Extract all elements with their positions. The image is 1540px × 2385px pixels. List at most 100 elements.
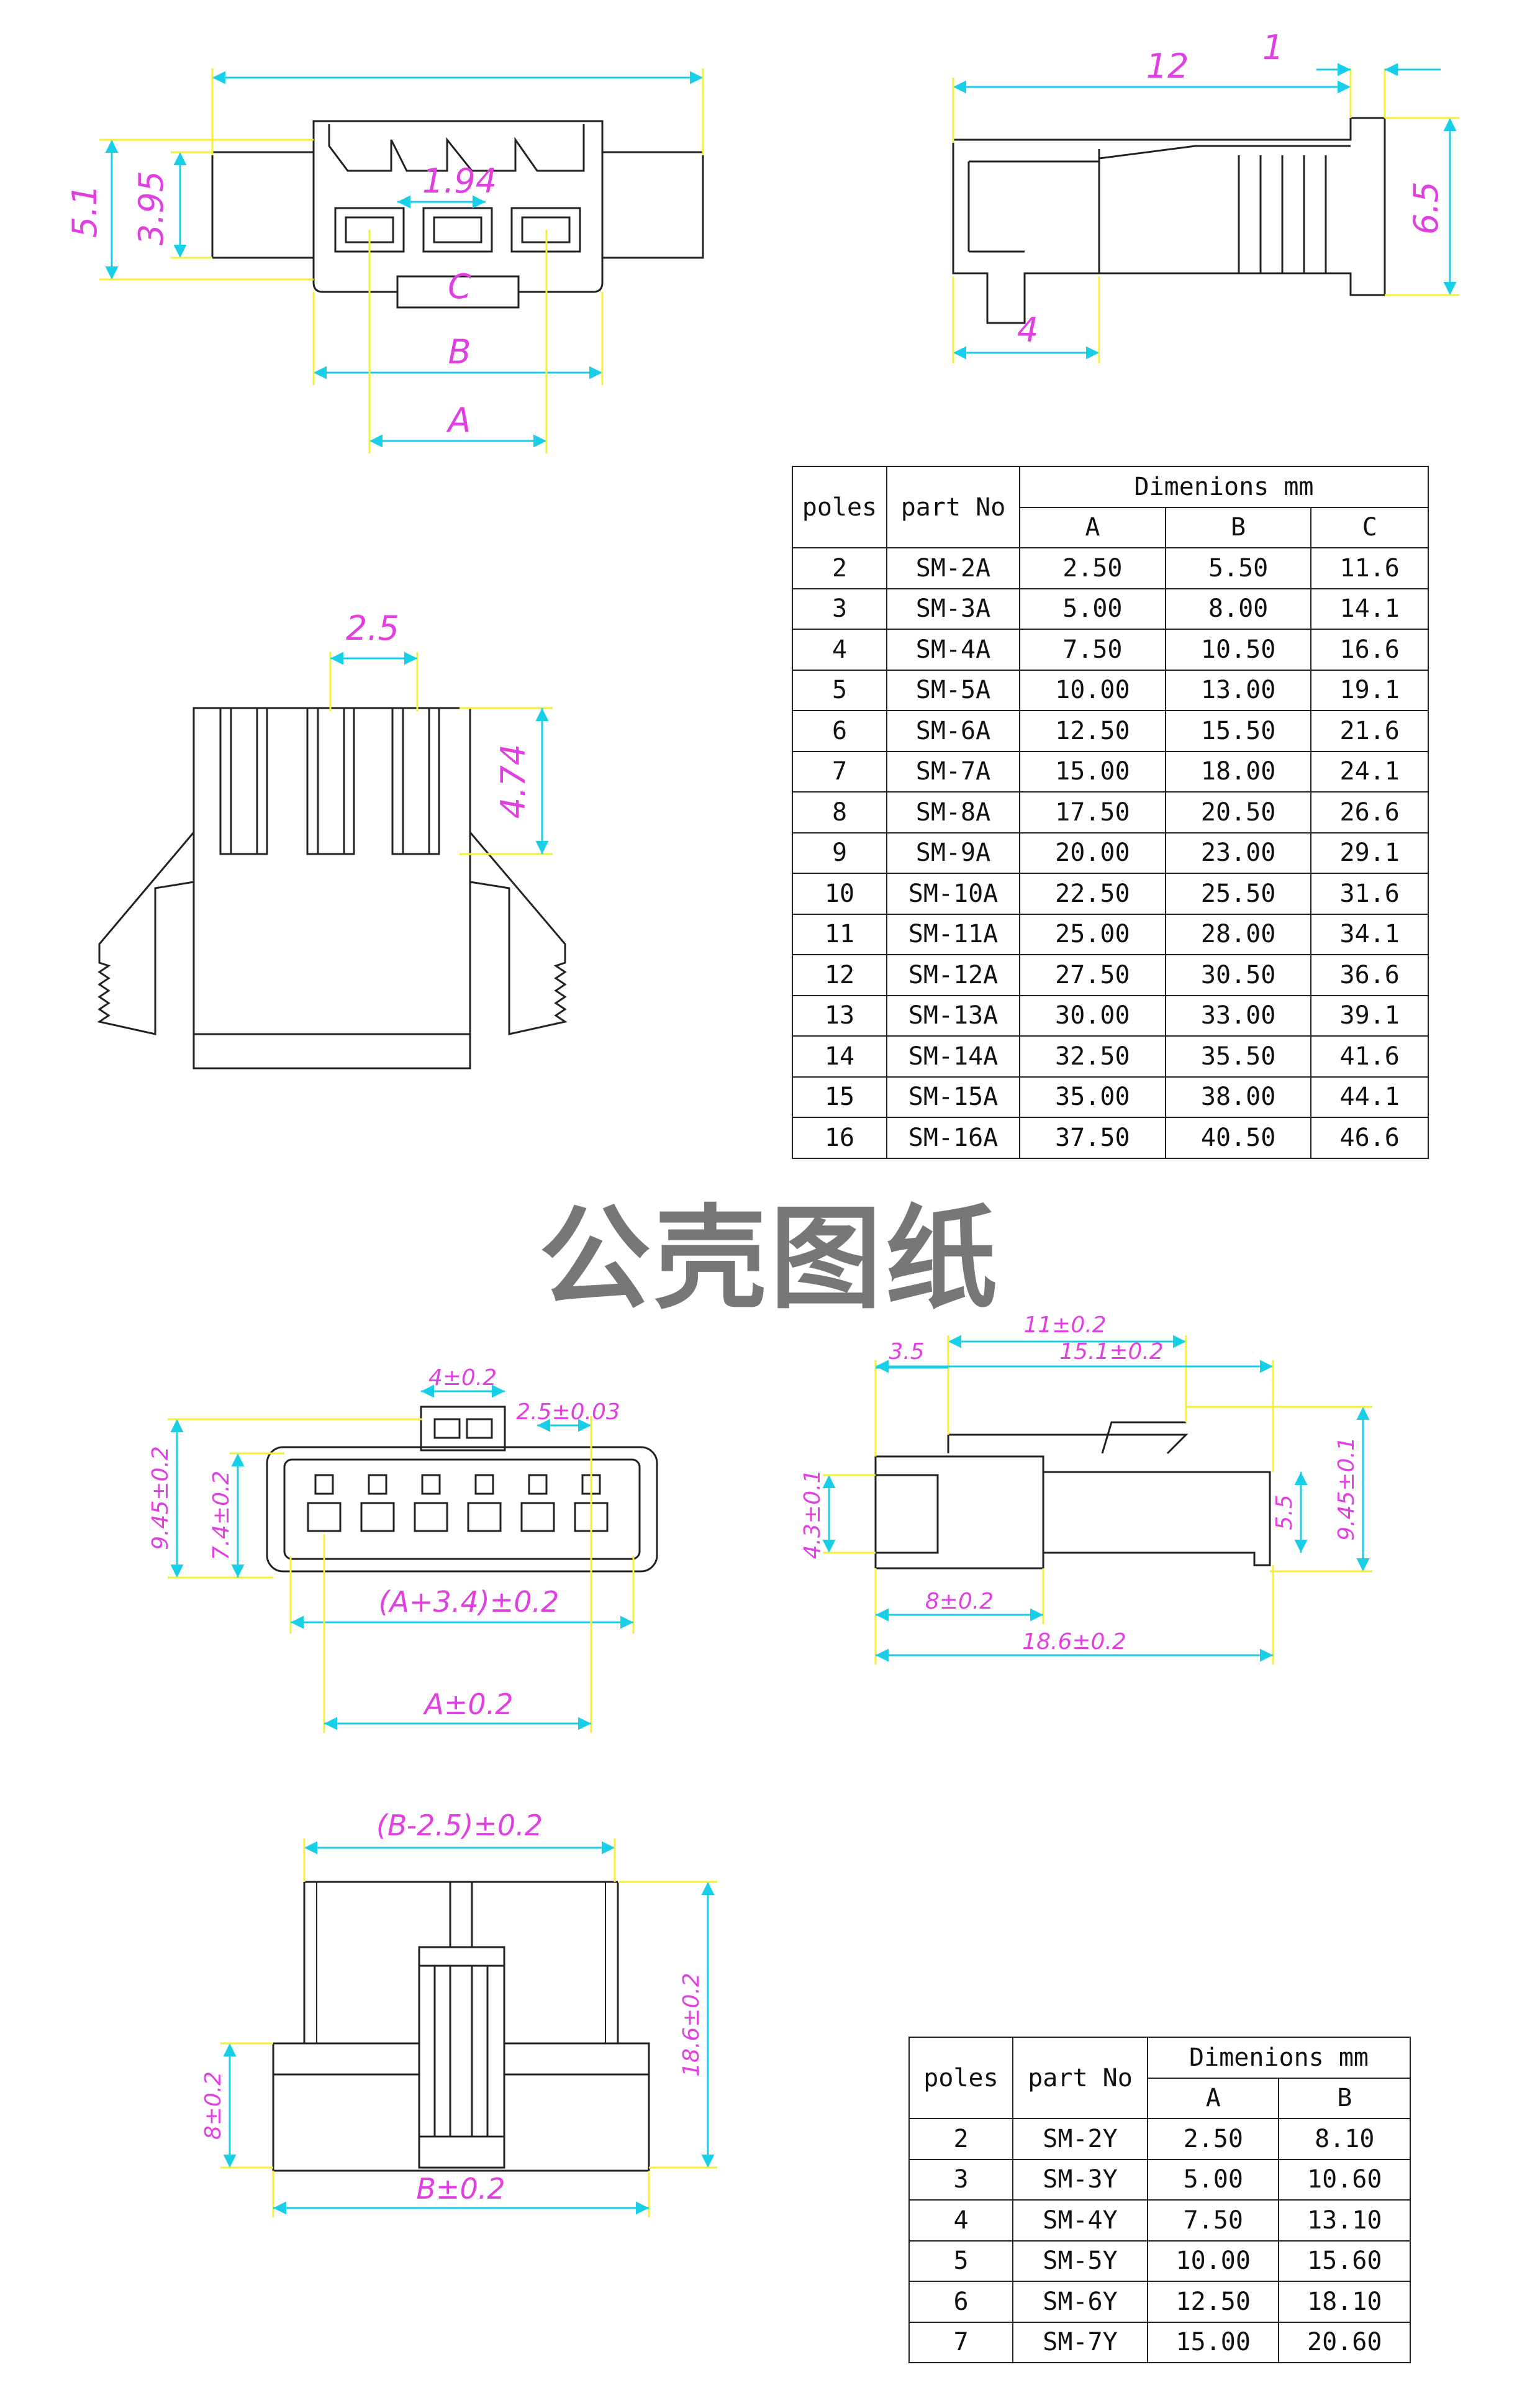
table-cell: 15.60 (1278, 2240, 1411, 2282)
table-cell: 32.50 (1019, 1035, 1166, 1078)
table-cell: 15 (792, 1076, 887, 1118)
table-cell: 14 (792, 1035, 887, 1078)
col-c: C (1310, 506, 1429, 548)
table-cell: SM-11A (886, 913, 1020, 955)
col-part-no: part No (886, 466, 1020, 548)
male-front-dimension-lines (99, 68, 704, 453)
dim-female-3-5: 3.5 (889, 1339, 924, 1365)
dim-female-b-minus: (B-2.5)±0.2 (376, 1809, 543, 1842)
dim-female-9-45-side: 9.45±0.1 (1334, 1437, 1359, 1541)
table-cell: SM-5A (886, 669, 1020, 711)
table-cell: 31.6 (1310, 873, 1429, 915)
col-dimensions: Dimenions mm (1019, 466, 1429, 508)
table-cell: SM-9A (886, 832, 1020, 874)
table-cell: 5 (908, 2240, 1013, 2282)
table-cell: 13.10 (1278, 2199, 1411, 2242)
table-cell: SM-7Y (1012, 2321, 1148, 2363)
table-cell: 10.50 (1164, 629, 1312, 671)
female-side-dimension-text: 11±0.2 15.1±0.2 3.5 4.3±0.1 5.5 9.45±0.1… (800, 1312, 1359, 1655)
table-cell: 18.00 (1164, 750, 1312, 793)
col-b: B (1164, 506, 1312, 548)
table-cell: 37.50 (1019, 1117, 1166, 1159)
dim-female-11: 11±0.2 (1023, 1312, 1106, 1338)
female-front-dimension-lines (168, 1384, 635, 1733)
dim-female-b: B±0.2 (416, 2172, 505, 2206)
female-front-dimension-text: 4±0.2 2.5±0.03 9.45±0.2 7.4±0.2 (A+3.4)±… (148, 1365, 620, 1721)
dim-male-6-5: 6.5 (1406, 181, 1446, 235)
dim-female-8-top: 8±0.2 (201, 2071, 226, 2140)
table-cell: SM-5Y (1012, 2240, 1148, 2282)
table-cell: 7.50 (1019, 629, 1166, 671)
dim-male-1: 1 (1262, 28, 1284, 67)
table-cell: 28.00 (1164, 913, 1312, 955)
table-cell: 20.60 (1278, 2321, 1411, 2363)
table-cell: 14.1 (1310, 588, 1429, 630)
dim-female-15-1: 15.1±0.2 (1059, 1339, 1164, 1365)
dim-female-4-3: 4.3±0.1 (800, 1470, 825, 1560)
table-cell: 12 (792, 954, 887, 996)
dim-female-5-5: 5.5 (1272, 1494, 1297, 1530)
dim-female-4: 4±0.2 (428, 1365, 497, 1391)
table-cell: 17.50 (1019, 791, 1166, 834)
table-cell: 34.1 (1310, 913, 1429, 955)
table-cell: 23.00 (1164, 832, 1312, 874)
table-cell: 2 (792, 547, 887, 589)
female-top-dimension-lines (220, 1838, 717, 2217)
table-cell: 7 (792, 750, 887, 793)
dim-male-c: C (448, 267, 471, 306)
table-cell: 9 (792, 832, 887, 874)
table-cell: SM-16A (886, 1117, 1020, 1159)
table-cell: SM-6A (886, 710, 1020, 752)
dim-female-18-6: 18.6±0.2 (1022, 1629, 1126, 1655)
table-cell: 13.00 (1164, 669, 1312, 711)
table-cell: 2.50 (1146, 2118, 1280, 2160)
col-poles: poles (792, 466, 887, 548)
table-cell: 12.50 (1146, 2281, 1280, 2323)
col-a: A (1019, 506, 1166, 548)
table-cell: SM-12A (886, 954, 1020, 996)
female-top-view (272, 1881, 650, 2172)
table-cell: 4 (792, 629, 887, 671)
table-cell: 5 (792, 669, 887, 711)
table-cell: 27.50 (1019, 954, 1166, 996)
dim-male-2-5: 2.5 (346, 609, 399, 648)
table-cell: 22.50 (1019, 873, 1166, 915)
dim-female-2-5: 2.5±0.03 (516, 1399, 620, 1425)
table-cell: 15.00 (1146, 2321, 1280, 2363)
table-cell: 15.00 (1019, 750, 1166, 793)
table-cell: SM-14A (886, 1035, 1020, 1078)
table-cell: 15.50 (1164, 710, 1312, 752)
table-cell: 10.60 (1278, 2158, 1411, 2201)
table-cell: 18.10 (1278, 2281, 1411, 2323)
dim-female-a-plus: (A+3.4)±0.2 (379, 1585, 559, 1619)
dim-female-8: 8±0.2 (925, 1589, 994, 1614)
table-cell: 36.6 (1310, 954, 1429, 996)
table-cell: SM-4A (886, 629, 1020, 671)
female-contact-row (307, 1474, 609, 1532)
table-cell: 30.50 (1164, 954, 1312, 996)
dim-female-9-45: 9.45±0.2 (148, 1446, 173, 1550)
table-cell: 7.50 (1146, 2199, 1280, 2242)
table-cell: 20.50 (1164, 791, 1312, 834)
table-cell: 30.00 (1019, 994, 1166, 1037)
male-top-dimension-lines (329, 652, 553, 855)
table-cell: 24.1 (1310, 750, 1429, 793)
table-cell: 3 (908, 2158, 1013, 2201)
col-dimensions: Dimenions mm (1147, 2037, 1411, 2079)
table-cell: 6 (908, 2281, 1013, 2323)
table-cell: 25.50 (1164, 873, 1312, 915)
table-cell: 16.6 (1310, 629, 1429, 671)
table-cell: SM-4Y (1012, 2199, 1148, 2242)
